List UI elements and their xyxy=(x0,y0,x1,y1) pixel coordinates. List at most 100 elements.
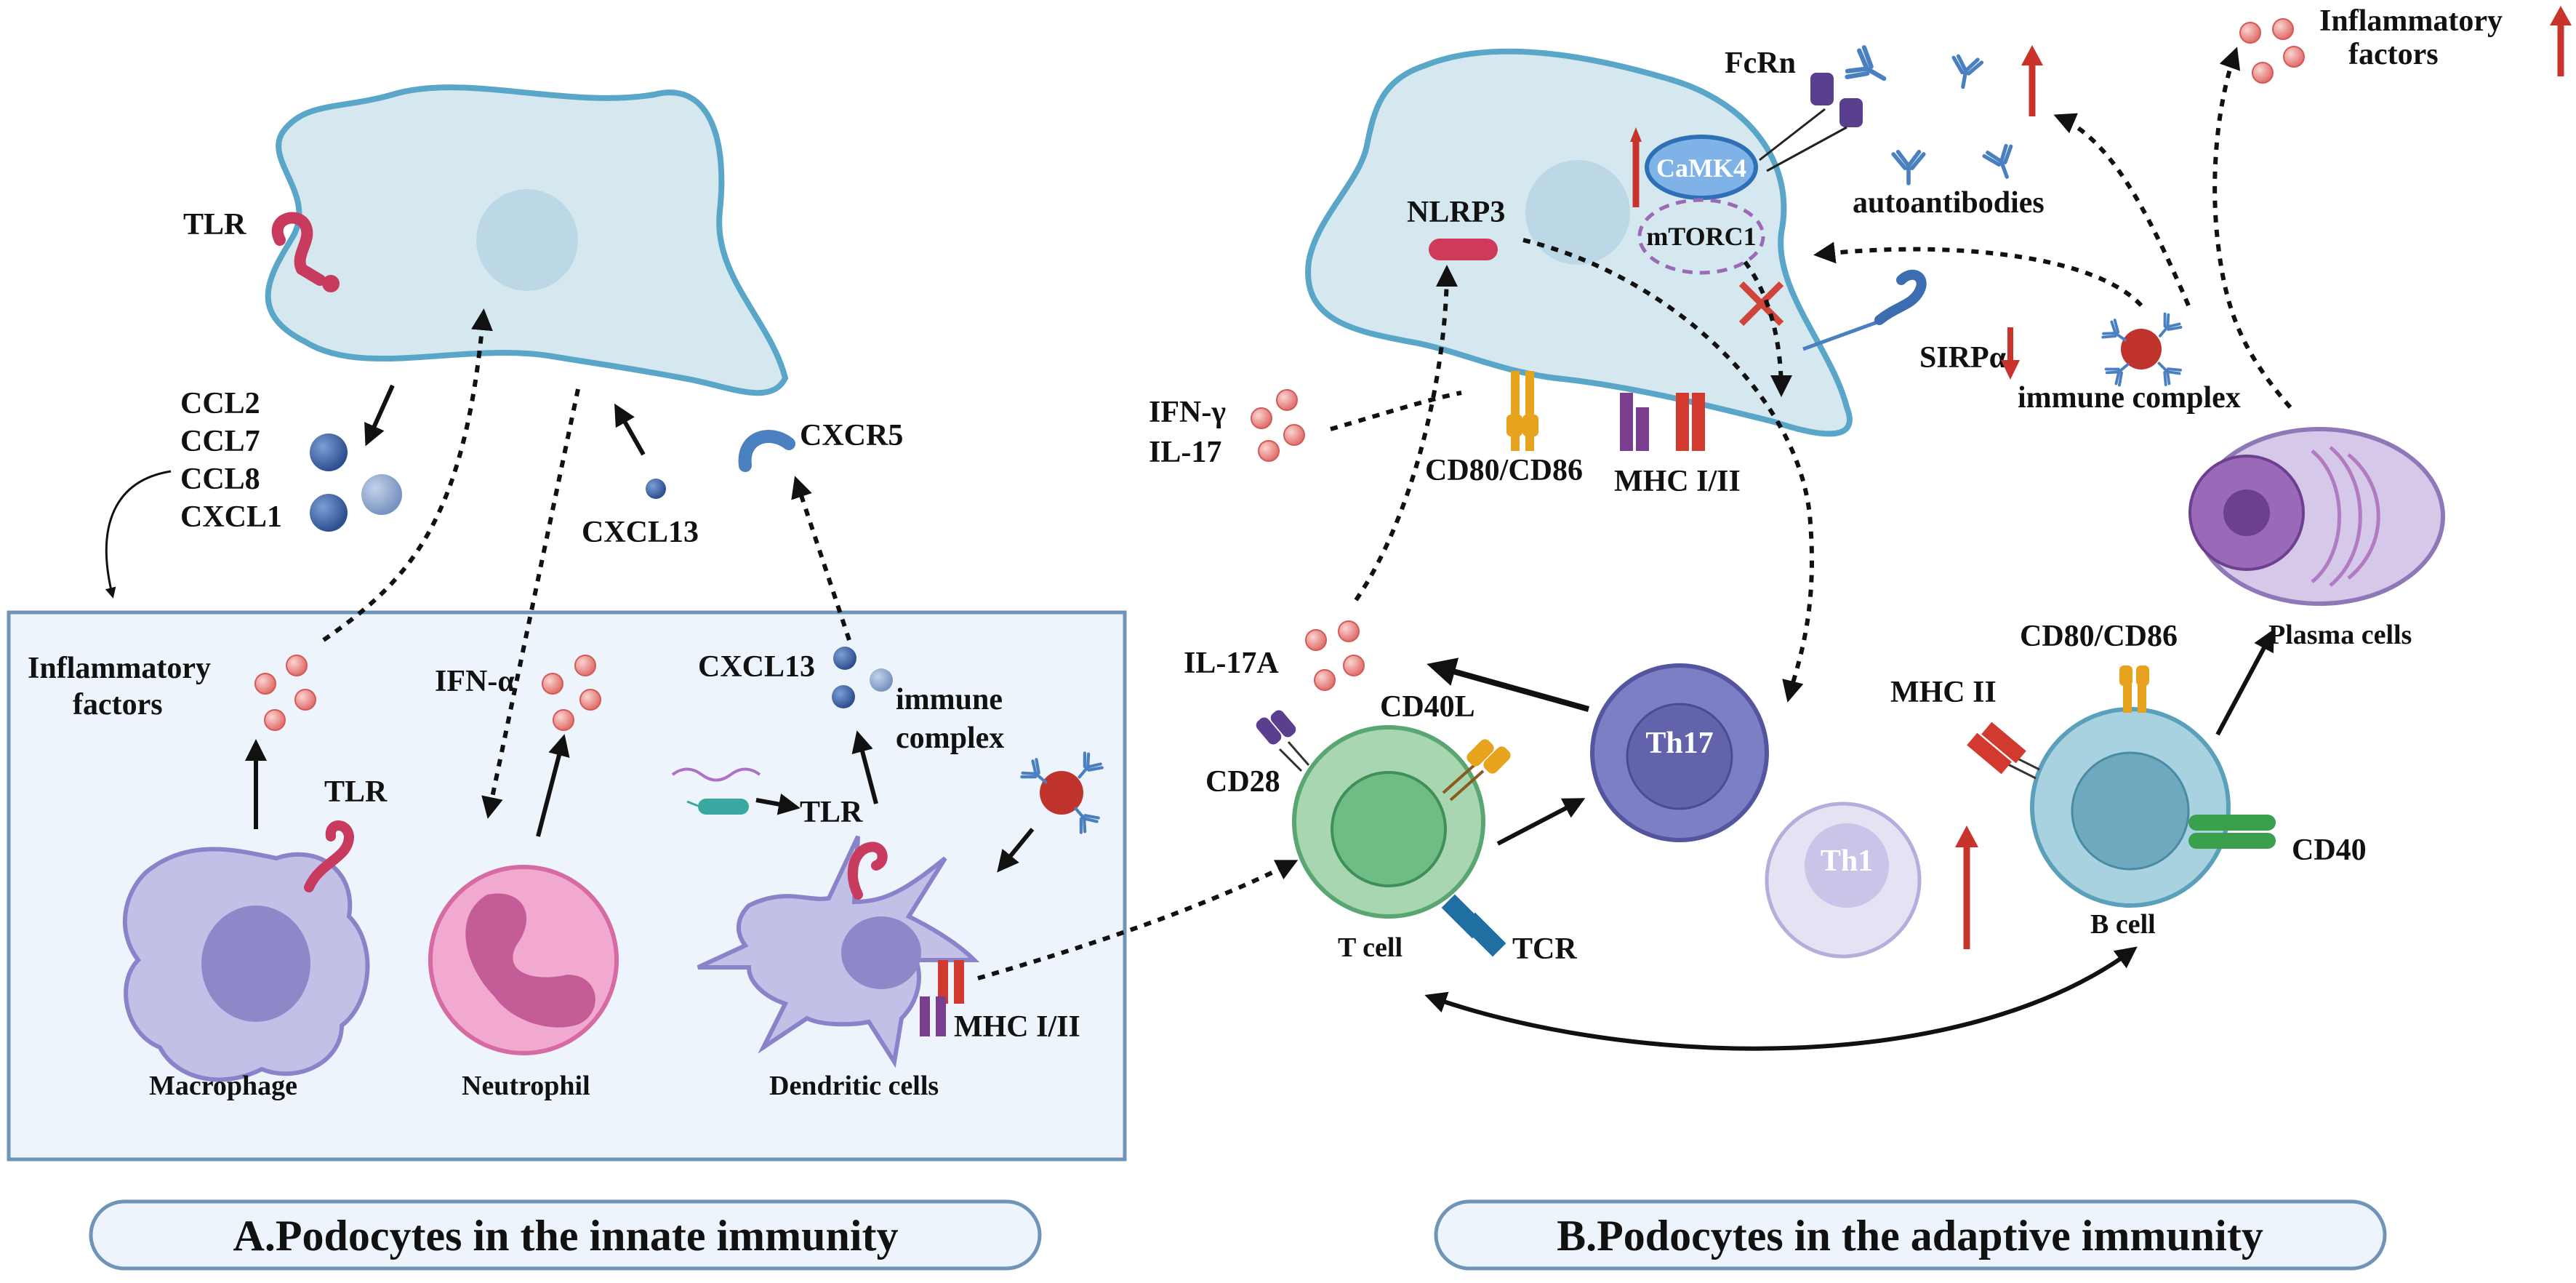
antibody-icon xyxy=(1893,152,1924,183)
dash-mtorc1-to-surface xyxy=(1743,260,1792,397)
chemokine-ccl2: CCL2 xyxy=(180,387,260,420)
arrow-neutrophil-up xyxy=(536,734,570,837)
plasma-cell-nucleolus xyxy=(2223,489,2270,536)
arrow-tcell-bcell-interaction xyxy=(1424,946,2138,1051)
immune-complex-line1: immune xyxy=(896,683,1003,716)
pathogen-rna-icon xyxy=(671,767,761,782)
cd80-cd86-bcell-label: CD80/CD86 xyxy=(2020,620,2178,653)
cd40-receptor-icon xyxy=(2188,815,2276,849)
tcr-receptor-icon xyxy=(1441,894,1506,957)
arrow-podocyte-to-chemokines xyxy=(364,384,395,447)
tlr-receptor-icon xyxy=(271,212,340,292)
camk4-icon xyxy=(1645,135,1758,200)
dash-ic-to-podocyte xyxy=(1813,241,2143,308)
antibody-icon xyxy=(1983,144,2021,181)
macrophage-nucleus xyxy=(201,906,310,1022)
innate-title: A.Podocytes in the innate immunity xyxy=(233,1212,899,1260)
innate-title-box xyxy=(89,1199,1042,1271)
cd28-label: CD28 xyxy=(1205,765,1280,799)
cxcr5-receptor-icon xyxy=(738,430,795,472)
cxcl13-dc-ball xyxy=(870,668,893,692)
th1-up-arrow xyxy=(1955,826,1978,949)
ifn-alpha-label: IFN-α xyxy=(435,665,515,698)
il17-label: IL-17 xyxy=(1149,436,1221,469)
b-cell-nucleus xyxy=(2071,751,2190,871)
mhc-podocyte-receptor-icon xyxy=(1620,393,1705,451)
sirpa-label: SIRPα xyxy=(1919,341,2007,375)
il17a-cytokines-icon xyxy=(1305,620,1365,691)
fcrn-receptor-icon xyxy=(1759,46,1893,172)
tlr-podocyte-label: TLR xyxy=(183,208,246,241)
antibody-icon xyxy=(1949,55,1982,89)
cxcl13-dc-label: CXCL13 xyxy=(698,650,815,684)
arrow-ic-to-dc xyxy=(997,828,1035,873)
arrow-th17-to-il17a xyxy=(1427,658,1590,712)
adaptive-title: B.Podocytes in the adaptive immunity xyxy=(1557,1212,2263,1260)
tlr-macrophage-label: TLR xyxy=(324,775,388,809)
inflammatory-factors-b-icon xyxy=(2239,18,2305,84)
dash-plasma-to-antibodies xyxy=(2053,113,2191,307)
chemokine-ball xyxy=(361,474,402,515)
plasma-cell-er xyxy=(2311,446,2380,587)
dash-cytokines-to-podocyte xyxy=(1330,391,1462,431)
tcr-label: TCR xyxy=(1512,932,1577,966)
th17-nucleus xyxy=(1626,703,1733,810)
dash-plasma-to-inflammatory xyxy=(2212,47,2292,409)
mhc-dc-receptor-icon xyxy=(920,960,964,1036)
neutrophil-cell xyxy=(428,865,619,1055)
inflammatory-b-line2: factors xyxy=(2348,38,2439,71)
sirpa-down-arrow xyxy=(2001,327,2020,380)
arrow-tcell-to-th17 xyxy=(1496,798,1586,846)
adaptive-title-box xyxy=(1434,1199,2387,1271)
inflammatory-b-line1: Inflammatory xyxy=(2319,4,2503,38)
arrow-cxcl13-to-podocyte xyxy=(614,403,646,456)
immune-complex-b-icon xyxy=(2100,311,2183,388)
chemokine-ball xyxy=(310,494,348,532)
fcrn-label: FcRn xyxy=(1725,47,1796,80)
bacteria-icon xyxy=(686,799,749,815)
plasma-cells-label: Plasma cells xyxy=(2268,620,2412,650)
cd80-cd86-podocyte-label: CD80/CD86 xyxy=(1425,454,1583,487)
b-cell-label: B cell xyxy=(2090,909,2156,940)
autoantibodies-label: autoantibodies xyxy=(1853,186,2045,220)
dash-il17a-to-nlrp3 xyxy=(1354,265,1458,601)
th17-label: Th17 xyxy=(1645,727,1713,760)
tlr-dc-receptor-icon xyxy=(847,842,888,900)
chemokine-ccl8: CCL8 xyxy=(180,463,260,496)
cd40-label: CD40 xyxy=(2292,834,2367,867)
chemokine-cxcl1: CXCL1 xyxy=(180,500,282,534)
nlrp3-label: NLRP3 xyxy=(1407,196,1505,229)
cxcl13-dc-ball xyxy=(832,685,855,708)
dendritic-nucleus xyxy=(841,916,921,989)
podocyte-a-nucleus xyxy=(476,189,578,291)
dash-nlrp3-to-th17 xyxy=(1522,238,1814,703)
mtorc1-label: mTORC1 xyxy=(1646,222,1756,251)
macrophage-label: Macrophage xyxy=(149,1071,297,1101)
tlr-dc-label: TLR xyxy=(800,796,863,829)
ifn-gamma-label: IFN-γ xyxy=(1149,396,1226,429)
nlrp3-icon xyxy=(1429,239,1498,260)
dendritic-label: Dendritic cells xyxy=(769,1071,939,1101)
inflammatory-label-line1: Inflammatory xyxy=(28,652,211,685)
camk4-label: CaMK4 xyxy=(1656,153,1746,183)
immune-complex-b-label: immune complex xyxy=(2018,381,2241,415)
cxcl13-dc-ball xyxy=(833,647,856,670)
arrow-chemokines-to-panel xyxy=(105,470,172,599)
cd40l-receptor-icon xyxy=(1442,739,1511,802)
ifn-il17-cytokines-icon xyxy=(1251,389,1305,462)
cd80-cd86-bcell-receptor-icon xyxy=(2119,666,2149,713)
mhc-ii-receptor-icon xyxy=(1967,722,2040,780)
immune-complex-line2: complex xyxy=(896,722,1004,755)
immune-complex-icon xyxy=(1021,752,1104,834)
cxcr5-label: CXCR5 xyxy=(800,419,903,452)
th1-label: Th1 xyxy=(1821,844,1873,878)
mhc-podocyte-label: MHC I/II xyxy=(1614,465,1741,498)
autoantibodies-up-arrow xyxy=(2021,45,2043,116)
inflammatory-label-line2: factors xyxy=(73,688,163,722)
blocked-x-icon xyxy=(1738,281,1784,327)
arrow-dc-up xyxy=(851,730,878,804)
neutrophil-nucleus xyxy=(465,893,595,1028)
dash-dc-to-tcell xyxy=(977,860,1299,980)
cd40l-label: CD40L xyxy=(1380,690,1475,724)
